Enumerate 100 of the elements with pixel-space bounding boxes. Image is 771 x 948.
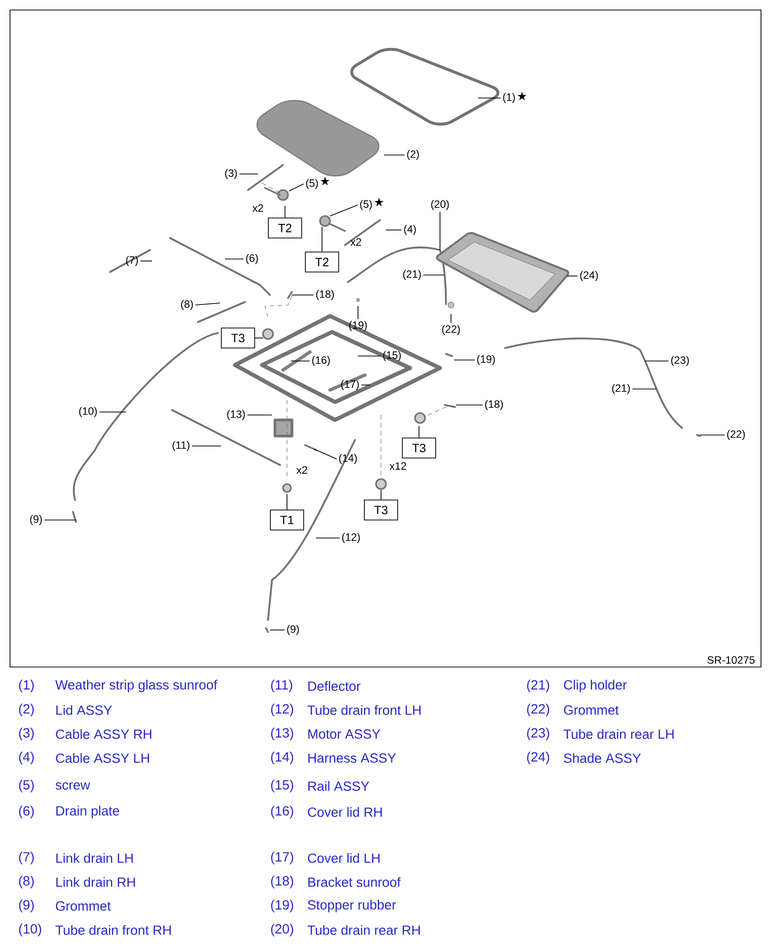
callout-number: (18) [316,290,334,300]
callout-number: (22) [727,430,745,440]
callout-number: (16) [312,356,330,366]
item-number: (13) [271,728,294,740]
leader-line [246,414,272,416]
callout-number: (21) [612,384,630,394]
callout-number: (2) [407,150,419,160]
item-number: (24) [527,752,550,764]
item-number: (5) [19,780,34,792]
part-name: Cover lid LH [308,853,380,863]
leader-line [284,206,286,218]
leader-line [700,434,726,436]
callout-number: (7) [126,256,138,266]
callout-number: (20) [431,200,449,210]
callout-number: (15) [383,351,401,361]
item-number: (6) [19,806,34,818]
torque-code-box: T2 [268,218,302,238]
part-name: Drain plate [56,806,120,818]
leader-line [418,426,420,438]
leader-line [644,360,670,362]
leader-line [314,448,338,460]
leader-line [194,302,220,306]
callout-number: (19) [349,321,367,331]
item-number: (1) [19,680,34,692]
callout-number: (9) [30,515,42,525]
leader-line [224,258,244,260]
part-name: screw [56,782,90,790]
callout-number: (6) [246,254,258,264]
part-name: Link drain LH [56,853,133,863]
torque-code-box: T3 [220,328,256,348]
callout-number: (11) [172,441,190,451]
leader-line [330,204,358,216]
item-number: (11) [271,680,292,692]
leader-line [450,314,452,324]
torque-code-box: T2 [304,252,340,272]
item-number: (18) [271,876,294,888]
item-number: (21) [527,680,550,692]
torque-code-box: T3 [402,438,436,458]
callout-number: (18) [485,400,503,410]
leader-line [456,404,484,406]
callout-number: (10) [79,407,97,417]
callout-number: (5) [360,200,372,210]
star-symbol: ★ [374,198,384,206]
part-name: Clip holder [564,680,627,692]
callout-number: (22) [442,325,460,335]
part-name: Harness ASSY [308,753,396,763]
part-name: Tube drain rear RH [308,925,420,935]
item-number: (8) [19,876,34,888]
callout-number: (1) [503,93,515,103]
figure-code: SR-10275 [707,656,755,664]
part-name: Cable ASSY LH [56,753,150,763]
star-symbol: ★ [320,176,330,186]
leader-line [384,154,406,156]
callout-number: (17) [341,380,359,390]
part-name: Tube drain front LH [308,705,421,715]
torque-code-box: T3 [364,500,398,520]
leader-line [288,184,304,192]
callout-number: (24) [580,271,598,281]
item-number: (23) [527,728,550,740]
callout-number: (5) [306,179,318,189]
part-name: Cover lid RH [308,807,382,817]
part-name: Grommet [56,901,111,911]
leader-line [292,294,314,296]
callout-number: (9) [287,625,299,635]
leader-line [380,490,382,500]
quantity-label: x2 [296,466,308,474]
part-name: Cable ASSY RH [56,729,152,739]
item-number: (7) [19,852,34,864]
part-name: Lid ASSY [56,705,112,715]
item-number: (14) [271,752,294,764]
part-name: Link drain RH [56,877,135,887]
callout-number: (13) [227,410,245,420]
leader-line [140,260,152,262]
callout-number: (21) [403,270,421,280]
item-number: (10) [19,924,42,936]
callout-number: (3) [225,169,237,179]
quantity-label: x12 [390,462,406,470]
callout-number: (14) [339,454,357,464]
part-name: Rail ASSY [308,781,370,791]
part-name: Grommet [564,705,619,715]
part-name: Stopper rubber [308,900,396,912]
quantity-label: x2 [350,238,362,246]
quantity-label: x2 [252,204,264,212]
leader-line [360,384,370,386]
part-name: Tube drain rear LH [564,729,674,739]
leader-line [422,274,444,276]
item-number: (15) [271,780,294,792]
callout-number: (4) [404,225,416,235]
part-name: Motor ASSY [308,729,380,739]
callout-number: (19) [477,355,495,365]
leader-line [290,360,310,362]
item-number: (12) [271,704,294,716]
callout-number: (12) [342,533,360,543]
leader-line [632,388,656,390]
item-number: (20) [271,924,294,936]
part-name: Tube drain front RH [56,925,171,935]
item-number: (9) [19,900,34,912]
star-symbol: ★ [517,92,527,100]
torque-code-box: T1 [270,510,304,530]
item-number: (19) [271,900,294,912]
